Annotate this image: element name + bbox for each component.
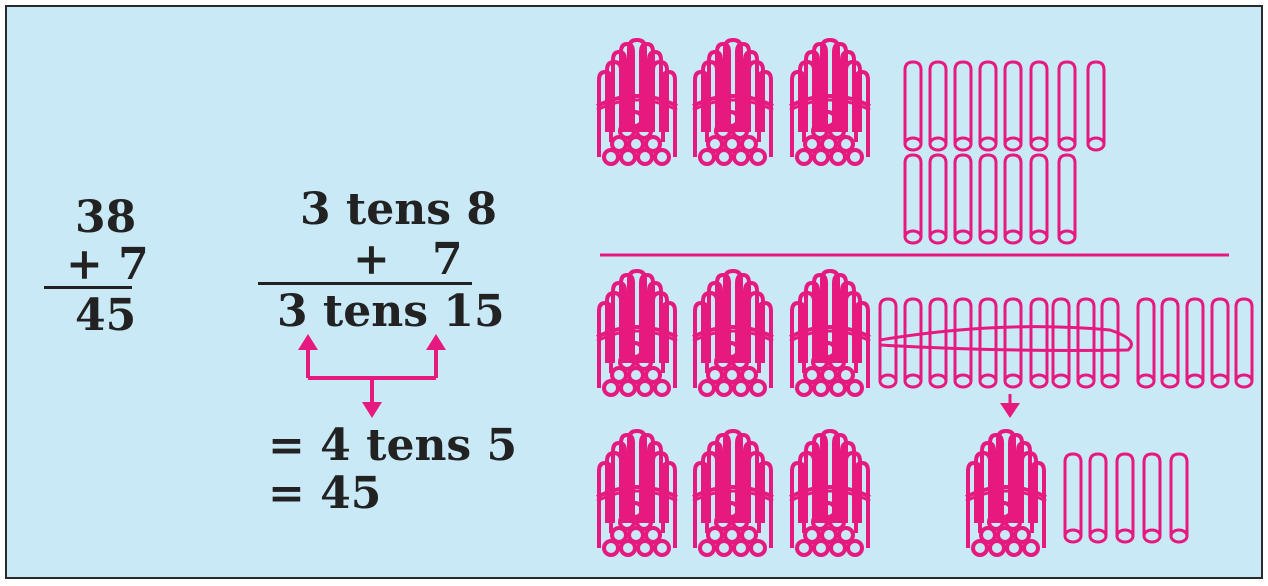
stick-icon: [928, 60, 948, 152]
sum-rule-middle: [258, 282, 472, 285]
line-3-tens-15: 3 tens 15: [277, 286, 505, 337]
stick-icon: [903, 60, 923, 152]
stick-icon: [1003, 297, 1023, 389]
stick-icon: [1029, 297, 1049, 389]
plus-sign: +: [353, 234, 390, 285]
stick-icon: [978, 60, 998, 152]
bundle-icon: [595, 38, 679, 166]
stick-icon: [1057, 153, 1077, 245]
stick-icon: [1051, 297, 1071, 389]
stick-icon: [1003, 60, 1023, 152]
stick-icon: [978, 297, 998, 389]
grouping-loop: [879, 325, 1133, 352]
bundle-icon: [788, 38, 872, 166]
seven: 7: [432, 234, 463, 285]
addend-plus-7: + 7: [66, 239, 149, 290]
bundle-icon: [595, 269, 679, 397]
stick-icon: [1210, 297, 1230, 389]
stick-icon: [1136, 297, 1156, 389]
bundle-icon: [691, 429, 775, 557]
result-45: 45: [75, 290, 137, 341]
bundle-icon: [964, 429, 1048, 557]
stick-icon: [1169, 452, 1189, 544]
stick-icon: [1029, 60, 1049, 152]
stick-icon: [928, 297, 948, 389]
stick-icon: [1100, 297, 1120, 389]
bundle-icon: [691, 269, 775, 397]
stick-icon: [953, 153, 973, 245]
stick-icon: [953, 60, 973, 152]
addend-38: 38: [75, 192, 137, 243]
stick-icon: [928, 153, 948, 245]
stick-icon: [1086, 60, 1106, 152]
regroup-bracket-icon: [298, 334, 446, 418]
stick-icon: [1076, 297, 1096, 389]
bundle-icon: [788, 269, 872, 397]
sum-rule-left: [44, 286, 132, 289]
stick-icon: [1057, 60, 1077, 152]
bundle-icon: [595, 429, 679, 557]
stick-icon: [953, 297, 973, 389]
stick-icon: [1185, 297, 1205, 389]
stick-icon: [1115, 452, 1135, 544]
line-4-tens-5: = 4 tens 5: [268, 420, 518, 471]
stick-icon: [978, 153, 998, 245]
stick-icon: [1003, 153, 1023, 245]
stick-icon: [903, 153, 923, 245]
bundle-icon: [788, 429, 872, 557]
regroup-arrow-icon: [1000, 394, 1020, 418]
stick-icon: [878, 297, 898, 389]
line-45: = 45: [268, 468, 382, 519]
stick-icon: [1029, 153, 1049, 245]
stick-icon: [1063, 452, 1083, 544]
bundle-icon: [691, 38, 775, 166]
stick-icon: [903, 297, 923, 389]
stick-icon: [1142, 452, 1162, 544]
stick-icon: [1088, 452, 1108, 544]
line-3-tens-8: 3 tens 8: [300, 184, 497, 235]
stick-icon: [1160, 297, 1180, 389]
stick-icon: [1234, 297, 1254, 389]
